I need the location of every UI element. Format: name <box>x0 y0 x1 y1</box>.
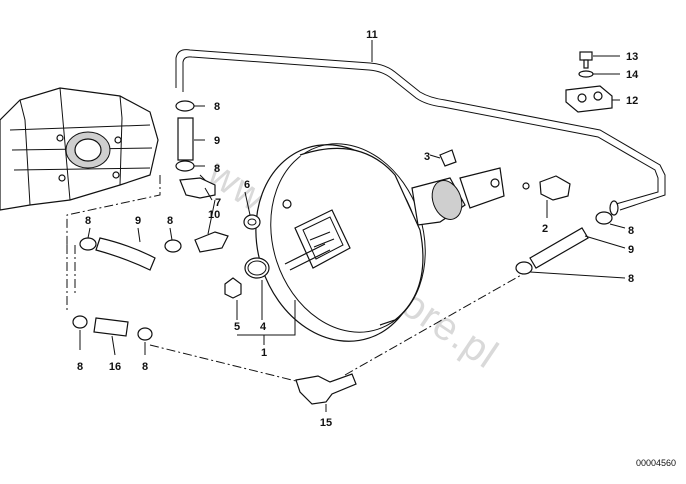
leader-lines <box>79 40 626 412</box>
callout-8-left-a: 8 <box>85 215 91 227</box>
callout-8-right-b: 8 <box>628 273 634 285</box>
callout-5: 5 <box>234 321 240 333</box>
callout-15: 15 <box>320 417 332 429</box>
callout-9-left: 9 <box>135 215 141 227</box>
callout-2: 2 <box>542 223 548 235</box>
hose-9-upper <box>177 117 194 161</box>
clamp-8-bottom-b <box>137 327 153 341</box>
push-rod-fork <box>459 167 505 209</box>
callout-8-right-a: 8 <box>628 225 634 237</box>
callout-13: 13 <box>626 51 638 63</box>
callout-8-bottom-b: 8 <box>142 361 148 373</box>
intake-manifold <box>0 87 159 211</box>
callout-9-upper: 9 <box>214 135 220 147</box>
callout-11: 11 <box>366 29 378 41</box>
elbow-15 <box>295 373 357 405</box>
washer-14 <box>578 70 594 78</box>
callout-3: 3 <box>424 151 430 163</box>
small-parts <box>72 51 613 405</box>
clamp-8-left-b <box>164 239 182 253</box>
callout-labels: 11 13 14 12 8 9 8 3 6 7 10 2 8 9 8 8 9 8… <box>77 29 639 429</box>
catalog-number: 00004560 <box>636 458 676 468</box>
hose-16 <box>93 317 129 337</box>
clamp-8-left-a <box>79 237 97 251</box>
callout-8-bottom-a: 8 <box>77 361 83 373</box>
nut-5 <box>224 277 242 299</box>
hose-9-right <box>529 227 589 269</box>
callout-12: 12 <box>626 95 638 107</box>
callout-8-upper-a: 8 <box>214 101 220 113</box>
vacuum-line-end <box>609 200 619 216</box>
hose-9-left <box>95 237 156 271</box>
callout-4: 4 <box>260 321 267 333</box>
elbow-10 <box>179 177 216 199</box>
vacuum-line <box>175 49 666 216</box>
callout-7: 7 <box>215 197 221 209</box>
clamp-8-right-a <box>595 211 613 225</box>
callout-8-upper-b: 8 <box>214 163 220 175</box>
callout-10: 10 <box>208 209 220 221</box>
callout-16: 16 <box>109 361 121 373</box>
callout-1: 1 <box>261 347 267 359</box>
clamp-8-upper-b <box>175 160 195 172</box>
callout-9-right: 9 <box>628 244 634 256</box>
check-valve-7 <box>194 231 229 253</box>
clamp-8-bottom-a <box>72 315 88 329</box>
clamp-8-right-b <box>515 261 533 275</box>
callout-14: 14 <box>626 69 639 81</box>
clip-2 <box>539 175 571 201</box>
bracket-3 <box>439 149 457 167</box>
grommet-6 <box>243 214 261 230</box>
dashed-leaders <box>66 174 531 383</box>
booster-mounting-plate <box>294 209 351 269</box>
clamp-8-upper-a <box>175 100 195 112</box>
holder-12 <box>565 85 613 113</box>
callout-8-left-b: 8 <box>167 215 173 227</box>
brake-booster <box>255 143 505 342</box>
bolt-13 <box>579 51 593 61</box>
callout-6: 6 <box>244 179 250 191</box>
